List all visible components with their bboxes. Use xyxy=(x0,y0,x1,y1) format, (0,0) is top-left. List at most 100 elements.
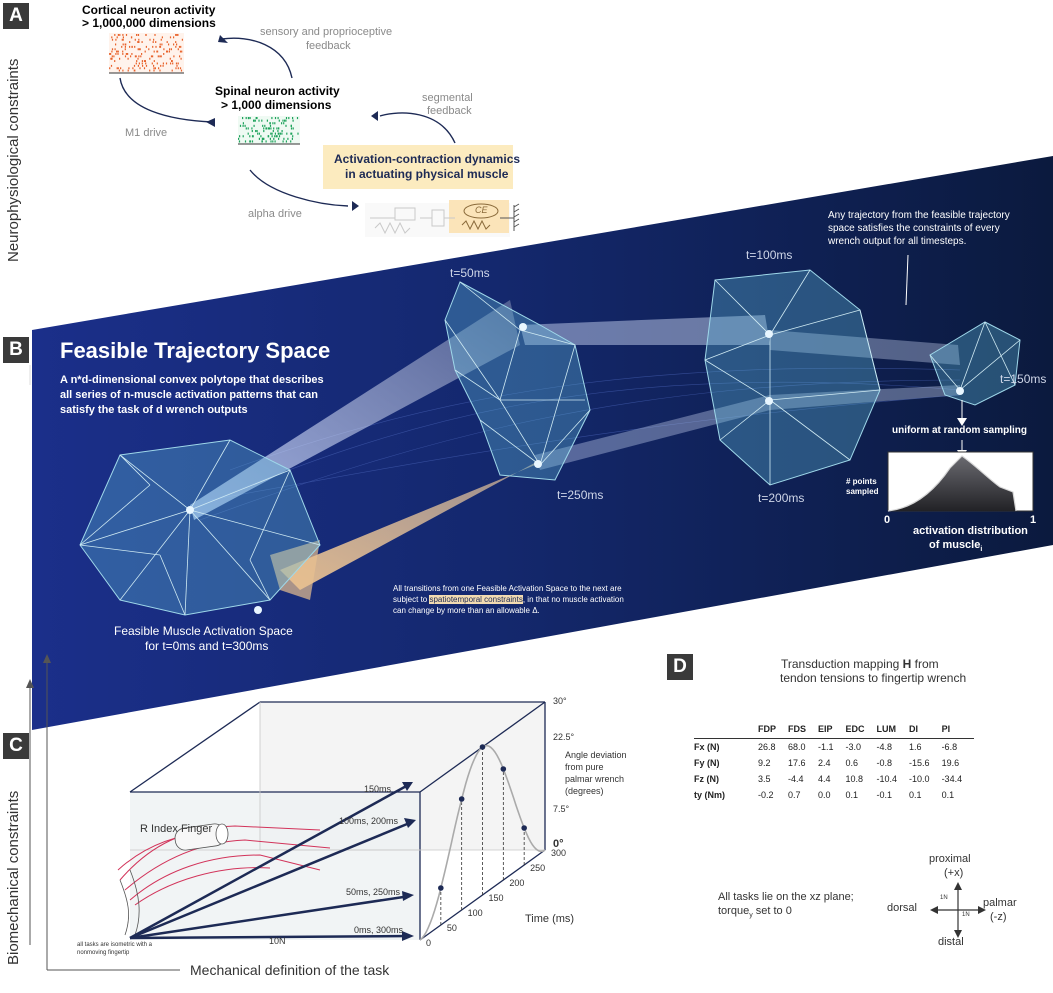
spike xyxy=(139,67,141,70)
table-cell: -34.4 xyxy=(941,774,963,784)
spike xyxy=(124,48,126,51)
spike xyxy=(242,117,244,120)
spike xyxy=(252,135,254,138)
m1-drive-label: M1 drive xyxy=(125,127,168,139)
spike xyxy=(166,50,168,53)
table-cell: -10.0 xyxy=(909,774,930,784)
spike xyxy=(285,117,288,120)
table-cell: -0.1 xyxy=(876,790,893,800)
any-trajectory-note-1: Any trajectory from the feasible traject… xyxy=(828,210,1010,221)
spike xyxy=(249,135,251,138)
table-cell: -0.2 xyxy=(758,790,774,800)
transduction-post: from xyxy=(911,657,939,671)
spike xyxy=(277,130,279,133)
cortical-raster xyxy=(109,33,184,74)
panel-c-badge: C xyxy=(3,733,29,759)
spike xyxy=(274,122,276,125)
angle-point xyxy=(500,766,507,772)
spike xyxy=(244,124,246,127)
spike xyxy=(121,45,123,48)
spike xyxy=(290,140,292,143)
spike xyxy=(153,69,155,72)
spike xyxy=(158,67,160,70)
table-cell: -4.8 xyxy=(876,742,893,752)
spike xyxy=(111,38,114,41)
spike xyxy=(170,48,172,51)
ce-label: CE xyxy=(475,205,488,215)
spike xyxy=(285,119,287,122)
beam-250-to-300 xyxy=(280,460,540,590)
spike xyxy=(159,43,161,46)
transitions-note-2: subject to spatiotemporal constraints, i… xyxy=(393,595,624,604)
spike xyxy=(155,41,157,43)
spike xyxy=(263,130,265,133)
spike xyxy=(116,67,118,70)
table-cell: -15.6 xyxy=(909,758,930,768)
spike xyxy=(114,34,116,36)
spike xyxy=(257,132,259,135)
angle-axis-label-3: palmar wrench xyxy=(565,774,625,784)
spike xyxy=(137,57,139,60)
spike xyxy=(177,34,179,36)
transduction-h: H xyxy=(902,657,912,671)
polytope-t0 xyxy=(79,439,321,616)
beam-100-to-150 xyxy=(770,330,960,365)
compass-1n-horizontal: 1N xyxy=(962,912,970,918)
spike xyxy=(251,135,254,138)
spike xyxy=(268,127,270,130)
spike xyxy=(249,140,251,143)
spike xyxy=(292,135,294,138)
spike xyxy=(278,135,281,138)
activation-distribution-plot xyxy=(887,451,1034,512)
table-header-4: EDC xyxy=(845,720,877,739)
spike xyxy=(281,130,283,133)
spike xyxy=(284,119,286,122)
spike xyxy=(154,34,156,36)
spike xyxy=(163,53,165,55)
spike xyxy=(173,55,175,58)
spike xyxy=(153,60,155,62)
fmas-label-2: for t=0ms and t=300ms xyxy=(145,639,269,653)
spike xyxy=(278,137,280,140)
spike xyxy=(151,62,153,65)
spike xyxy=(287,137,289,140)
spike xyxy=(245,117,247,120)
spike xyxy=(171,60,173,62)
spike xyxy=(119,34,121,36)
compass-1n-vertical: 1N xyxy=(940,895,948,901)
spike xyxy=(129,41,131,43)
spike xyxy=(153,50,155,53)
table-header-6: DI xyxy=(909,720,942,739)
beam-0-to-50 xyxy=(190,300,520,520)
sensory-feedback-label: sensory and proprioceptive xyxy=(260,26,393,38)
angle-axis-label-2: from pure xyxy=(565,762,604,772)
spike xyxy=(261,119,263,122)
spike xyxy=(169,36,172,39)
spike xyxy=(244,140,247,143)
spike xyxy=(176,34,178,36)
spike xyxy=(160,38,162,41)
spike xyxy=(254,119,256,122)
table-cell: 0.0 xyxy=(818,790,831,800)
time-tick-label: 50 xyxy=(446,923,457,933)
spike xyxy=(166,41,168,43)
spike xyxy=(140,55,142,58)
spike xyxy=(145,62,147,65)
spike xyxy=(116,36,118,39)
force-label-50-250: 50ms, 250ms xyxy=(346,887,401,897)
spike xyxy=(272,140,274,143)
angle-axis-label-1: Angle deviation xyxy=(565,750,627,760)
spike xyxy=(297,132,299,135)
neurophysiological-label: Neurophysiological constraints xyxy=(5,58,22,262)
biomechanical-label: Biomechanical constraints xyxy=(5,790,22,965)
spike xyxy=(285,140,287,143)
spike xyxy=(156,62,158,65)
spike xyxy=(262,124,264,127)
row-label: Fz (N) xyxy=(694,774,719,784)
spike xyxy=(277,127,280,130)
spike xyxy=(275,135,277,138)
time-axis-label: Time (ms) xyxy=(525,913,575,925)
spike xyxy=(141,41,143,43)
